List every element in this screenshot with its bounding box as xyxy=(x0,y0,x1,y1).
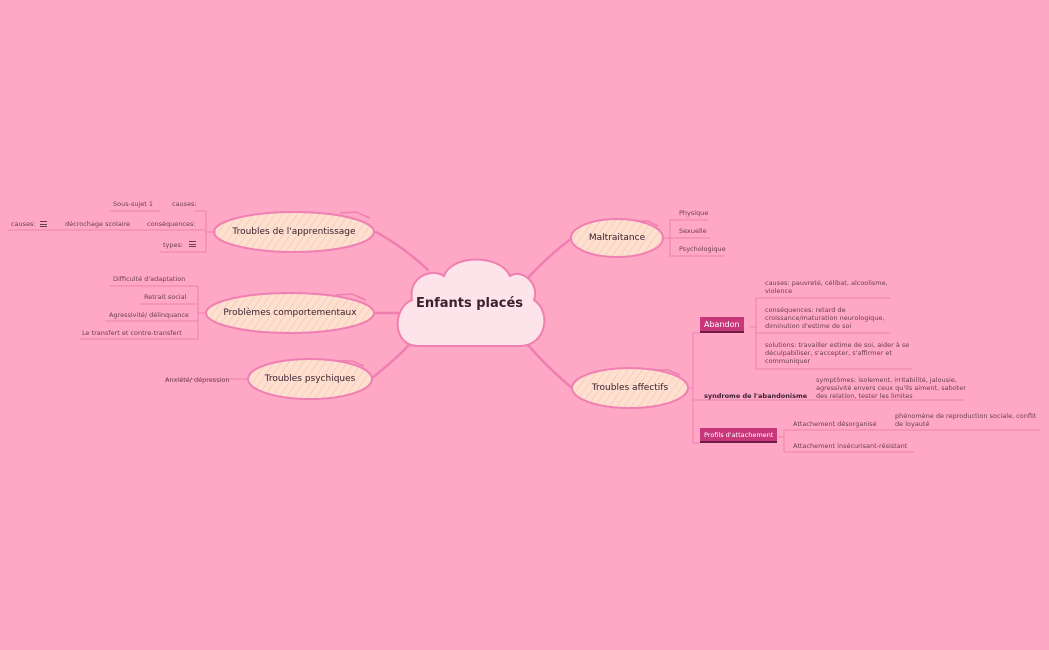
sub-attachement-insecurisant[interactable]: Attachement insécurisant-résistant xyxy=(793,442,908,450)
sub-attachement-desorganise[interactable]: Attachement désorganisé xyxy=(793,420,877,428)
sub-comportementaux-item[interactable]: Le transfert et contre-transfert xyxy=(82,329,182,337)
sub-causes-2[interactable]: causes: xyxy=(11,220,36,228)
sub-decrochage[interactable]: décrochage scolaire xyxy=(65,220,131,228)
sub-syndrome-item[interactable]: symptômes: isolement, irritabilité, jalo… xyxy=(816,376,966,400)
sub-sous-sujet[interactable]: Sous-sujet 1 xyxy=(113,200,154,208)
sub-abandon-item[interactable]: solutions: travailler estime de soi, aid… xyxy=(765,341,910,365)
sub-connectors xyxy=(8,210,1040,453)
sub-psychiques-item[interactable]: Anxiété/ dépression xyxy=(165,376,230,384)
node-comportementaux-label[interactable]: Problèmes comportementaux xyxy=(223,308,357,318)
node-psychiques-label[interactable]: Troubles psychiques xyxy=(264,374,356,384)
node-apprentissage-label[interactable]: Troubles de l'apprentissage xyxy=(232,227,356,237)
tag-profils-attachement[interactable]: Profils d'attachement xyxy=(700,428,778,443)
node-affectifs-label[interactable]: Troubles affectifs xyxy=(591,383,669,393)
sub-abandon-item[interactable]: causes: pauvreté, célibat, alcoolisme, v… xyxy=(765,279,888,295)
sub-comportementaux-item[interactable]: Retrait social xyxy=(144,293,187,301)
central-topic-title[interactable]: Enfants placés xyxy=(415,296,524,311)
sub-maltraitance-item[interactable]: Sexuelle xyxy=(679,227,707,235)
sub-maltraitance-item[interactable]: Psychologique xyxy=(679,245,726,253)
node-maltraitance-label[interactable]: Maltraitance xyxy=(588,233,646,243)
tag-abandon[interactable]: Abandon xyxy=(700,317,744,333)
sub-comportementaux-item[interactable]: Agressivité/ délinquance xyxy=(109,311,189,319)
note-icon[interactable] xyxy=(189,241,196,247)
sub-desorganise-detail[interactable]: phénomène de reproduction sociale, confl… xyxy=(895,412,1037,428)
sub-consequences[interactable]: conséquences: xyxy=(147,220,196,228)
sub-causes-1[interactable]: causes: xyxy=(172,200,197,208)
central-topic-cloud[interactable] xyxy=(396,258,546,347)
sub-abandon-item[interactable]: conséquences: retard de croissance/matur… xyxy=(765,306,885,330)
sub-syndrome-abandonisme[interactable]: syndrome de l'abandonisme xyxy=(704,392,808,400)
sub-comportementaux-item[interactable]: Difficulté d'adaptation xyxy=(113,275,186,283)
node-flags xyxy=(335,211,681,376)
sub-maltraitance-item[interactable]: Physique xyxy=(679,209,709,217)
note-icon[interactable] xyxy=(40,221,47,227)
sub-types[interactable]: types: xyxy=(163,241,184,249)
